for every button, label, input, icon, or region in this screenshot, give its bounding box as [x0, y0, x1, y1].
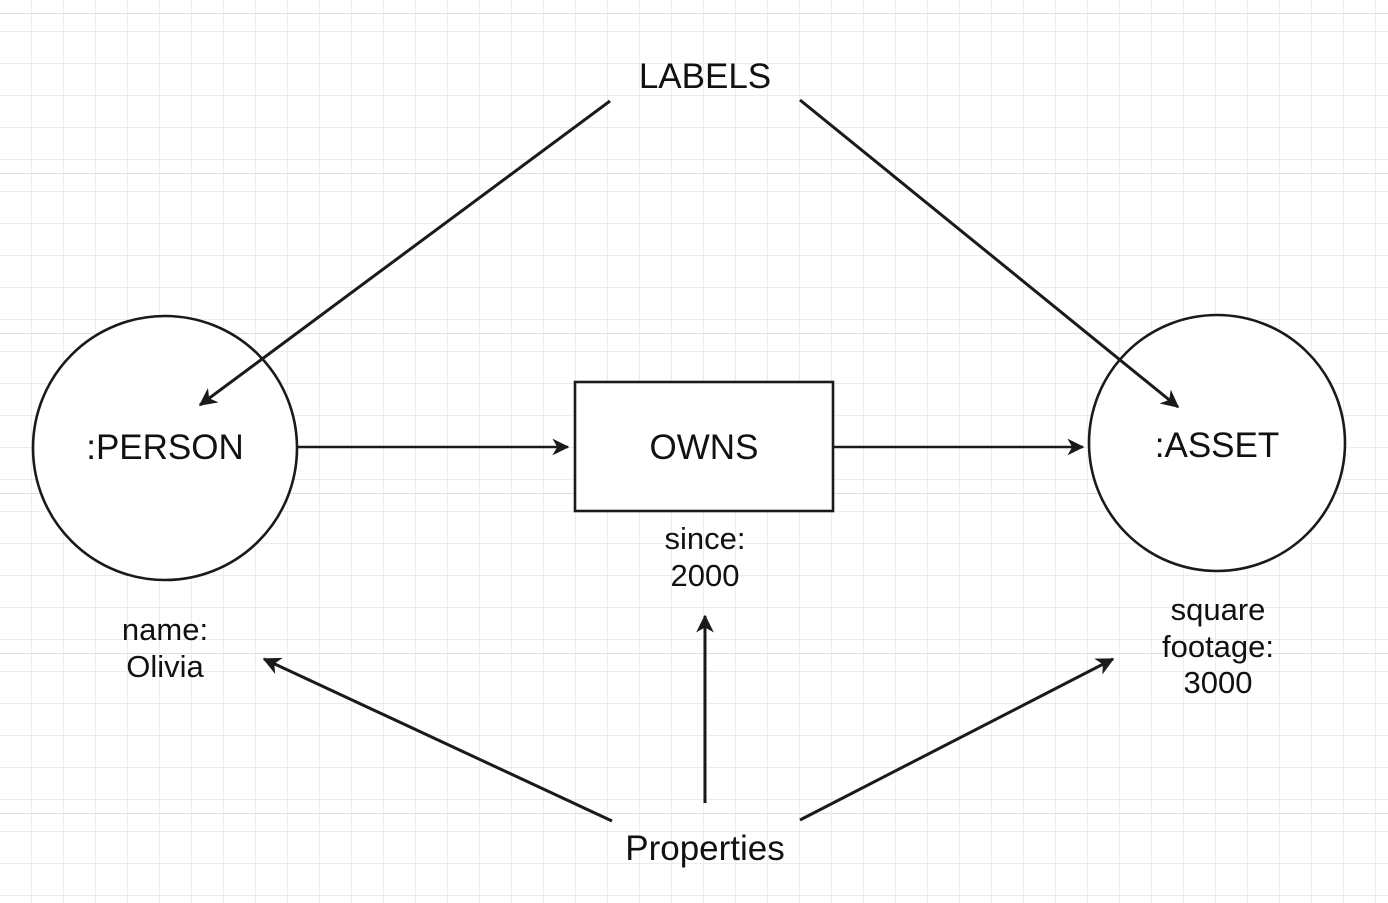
node-asset-label: :ASSET [1154, 426, 1280, 465]
pointer-labels-to-asset [799, 98, 1180, 409]
relationship-owns-box[interactable] [573, 380, 835, 513]
pointer-properties-to-person-property [262, 657, 613, 823]
pointer-properties-to-asset-property [799, 657, 1115, 822]
property-owns-since: since: 2000 [664, 521, 746, 593]
property-asset-square-footage: square footage: 3000 [1161, 592, 1275, 701]
node-asset-circle[interactable] [1087, 313, 1347, 573]
labels-heading: LABELS [638, 57, 772, 96]
property-person-name: name: Olivia [121, 612, 209, 684]
node-person-label: :PERSON [86, 428, 244, 467]
properties-heading: Properties [625, 829, 785, 868]
relationship-owns-label: OWNS [649, 428, 759, 467]
pointer-labels-to-person [198, 99, 611, 407]
